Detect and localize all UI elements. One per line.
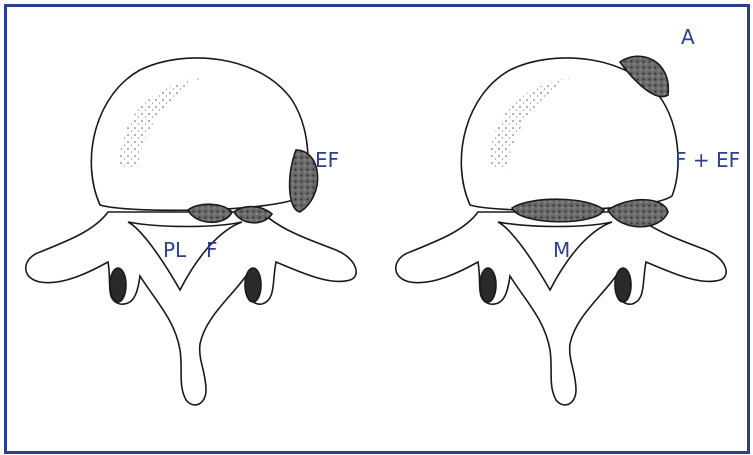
label-medial: M — [553, 240, 570, 260]
left-vertebra — [26, 58, 356, 405]
label-posterolateral: PL — [163, 240, 186, 260]
label-foraminal: F — [206, 240, 218, 260]
label-foraminal-extraforaminal: F + EF — [675, 150, 740, 170]
panel-label: A — [681, 27, 695, 47]
label-extraforaminal: EF — [315, 150, 339, 170]
right-vertebra — [396, 56, 726, 405]
